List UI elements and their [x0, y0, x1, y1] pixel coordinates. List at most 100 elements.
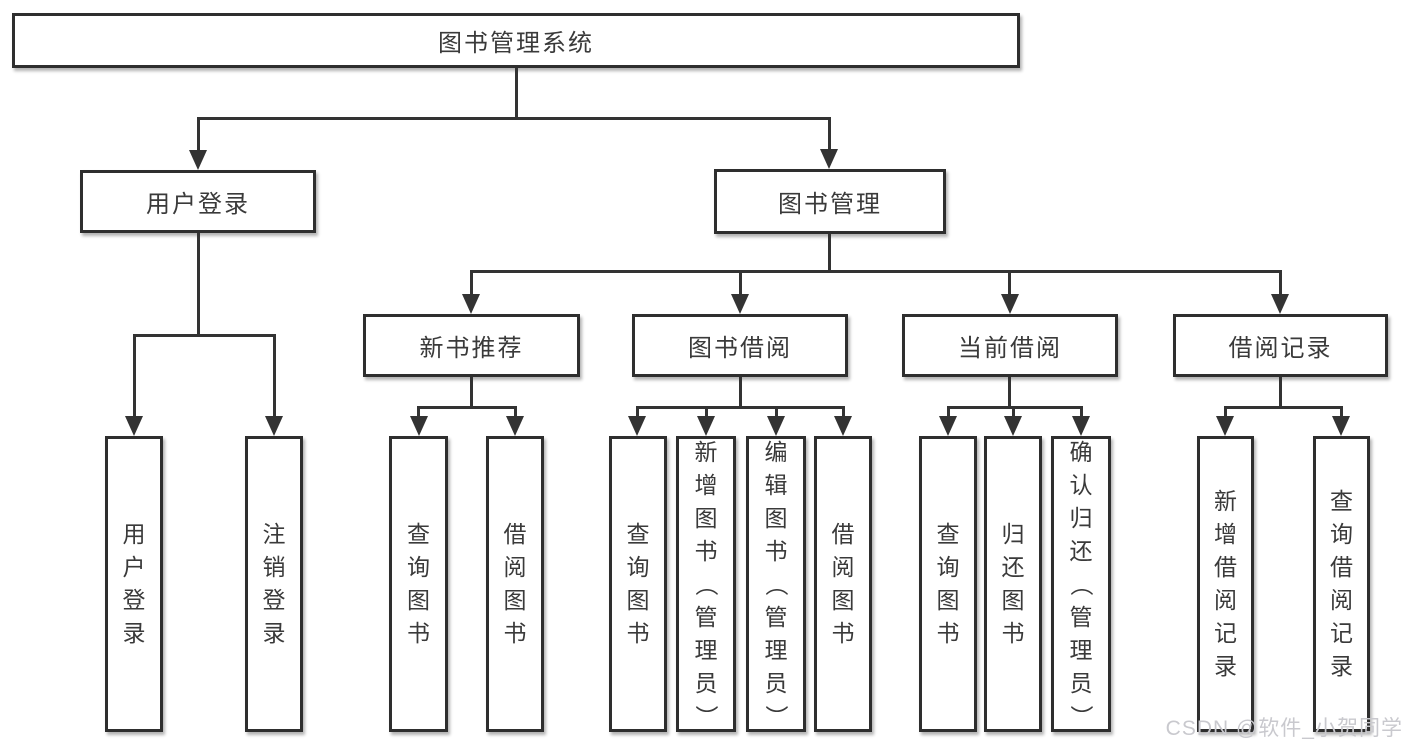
leaf-label-char: 归 — [1001, 521, 1025, 547]
edge-line — [1224, 406, 1227, 418]
leaf-label-char: 还 — [1001, 554, 1025, 580]
edge-line — [775, 406, 778, 418]
leaf-label-char: 管 — [694, 603, 718, 630]
leaf-query-books-current: 查询图书 — [919, 436, 977, 732]
edge-line — [273, 334, 276, 418]
leaf-label-char: 编 — [764, 438, 788, 465]
leaf-label-char: 登 — [122, 587, 146, 613]
arrowhead-icon — [628, 416, 646, 436]
edge-line — [514, 406, 517, 418]
leaf-add-books-admin: 新增图书（管理员） — [676, 436, 736, 732]
arrowhead-icon — [1216, 416, 1234, 436]
leaf-label-char: 新 — [694, 438, 718, 465]
node-borrow-records: 借阅记录 — [1173, 314, 1388, 377]
node-book-borrow-label: 图书借阅 — [688, 335, 792, 362]
leaf-borrow-books: 借阅图书 — [814, 436, 872, 732]
edge-line — [705, 406, 708, 418]
arrowhead-icon — [939, 416, 957, 436]
leaf-label-char: 辑 — [764, 471, 788, 498]
leaf-label-char: 增 — [1214, 521, 1237, 547]
edge-line — [1008, 270, 1011, 296]
edge-line — [842, 406, 845, 418]
leaf-label-char: 录 — [122, 620, 146, 646]
leaf-label-char: 管 — [1069, 603, 1093, 630]
node-root: 图书管理系统 — [12, 13, 1020, 68]
node-book-borrow: 图书借阅 — [632, 314, 848, 377]
leaf-label-char: 书 — [626, 620, 650, 646]
node-book-management: 图书管理 — [714, 169, 946, 234]
leaf-label-char: 阅 — [503, 554, 527, 580]
leaf-label-char: 询 — [626, 554, 650, 580]
edge-line — [515, 68, 518, 119]
leaf-label-char: 借 — [503, 521, 527, 547]
leaf-label-char: 图 — [936, 587, 960, 613]
edge-line — [1279, 270, 1282, 296]
arrowhead-icon — [265, 416, 283, 436]
leaf-label-char: 理 — [1069, 636, 1093, 663]
edge-line — [1012, 406, 1015, 418]
leaf-label-char: 归 — [1069, 504, 1093, 531]
leaf-label-char: 新 — [1214, 488, 1237, 514]
csdn-watermark: CSDN @软件_小贺同学 — [1165, 717, 1403, 740]
edge-line — [470, 270, 473, 296]
node-new-book-recommend-label: 新书推荐 — [419, 335, 524, 362]
leaf-label-char: 录 — [1330, 653, 1353, 679]
leaf-label-char: 认 — [1069, 471, 1093, 498]
leaf-label-char: 图 — [694, 504, 718, 531]
leaf-label-char: 用 — [122, 521, 146, 547]
edge-line — [947, 406, 1083, 409]
leaf-label-char: 增 — [694, 471, 718, 498]
node-current-borrow-label: 当前借阅 — [958, 335, 1062, 362]
arrowhead-icon — [1004, 416, 1022, 436]
leaf-label-char: 书 — [503, 620, 527, 646]
node-root-label: 图书管理系统 — [438, 30, 594, 57]
leaf-label-char: 图 — [1001, 587, 1025, 613]
edge-line — [1279, 377, 1282, 409]
leaf-label-char: （ — [1068, 572, 1095, 596]
leaf-confirm-return-admin: 确认归还（管理员） — [1051, 436, 1111, 732]
arrowhead-icon — [125, 416, 143, 436]
leaf-label-char: 询 — [936, 554, 960, 580]
arrowhead-icon — [189, 150, 207, 170]
edge-line — [947, 406, 950, 418]
arrowhead-icon — [1001, 294, 1019, 314]
leaf-label-char: 图 — [407, 587, 430, 613]
arrowhead-icon — [767, 416, 785, 436]
node-user-login-label: 用户登录 — [146, 191, 250, 218]
leaf-label-char: 阅 — [831, 554, 855, 580]
leaf-label-char: 图 — [626, 587, 650, 613]
edge-line — [197, 233, 200, 336]
leaf-query-borrow-record: 查询借阅记录 — [1313, 436, 1370, 732]
leaf-borrow-books-recommend: 借阅图书 — [486, 436, 544, 732]
node-new-book-recommend: 新书推荐 — [363, 314, 580, 377]
leaf-label-char: 询 — [407, 554, 430, 580]
leaf-label-char: 确 — [1069, 438, 1093, 465]
leaf-label-char: （ — [763, 572, 790, 596]
leaf-label-char: 书 — [831, 620, 855, 646]
leaf-logout: 注销登录 — [245, 436, 303, 732]
leaf-label-char: ） — [1068, 704, 1095, 728]
leaf-label-char: 借 — [1214, 554, 1237, 580]
leaf-label-char: ） — [763, 704, 790, 728]
leaf-label-char: 户 — [122, 554, 146, 580]
arrowhead-icon — [1072, 416, 1090, 436]
leaf-label-char: 书 — [694, 537, 718, 564]
leaf-label-char: 登 — [262, 587, 286, 613]
leaf-label-char: 询 — [1330, 521, 1353, 547]
leaf-label-char: 图 — [503, 587, 527, 613]
leaf-edit-books-admin: 编辑图书（管理员） — [746, 436, 806, 732]
leaf-label-char: 记 — [1330, 620, 1353, 646]
arrowhead-icon — [1332, 416, 1350, 436]
edge-line — [828, 234, 831, 272]
leaf-label-char: 员 — [764, 669, 788, 696]
leaf-label-char: 阅 — [1214, 587, 1237, 613]
edge-line — [739, 377, 742, 409]
leaf-return-books: 归还图书 — [984, 436, 1042, 732]
edge-line — [1340, 406, 1343, 418]
leaf-label-char: 录 — [262, 620, 286, 646]
leaf-label-char: 管 — [764, 603, 788, 630]
edge-line — [636, 406, 845, 409]
leaf-add-borrow-record: 新增借阅记录 — [1197, 436, 1254, 732]
leaf-label-char: 还 — [1069, 537, 1093, 564]
